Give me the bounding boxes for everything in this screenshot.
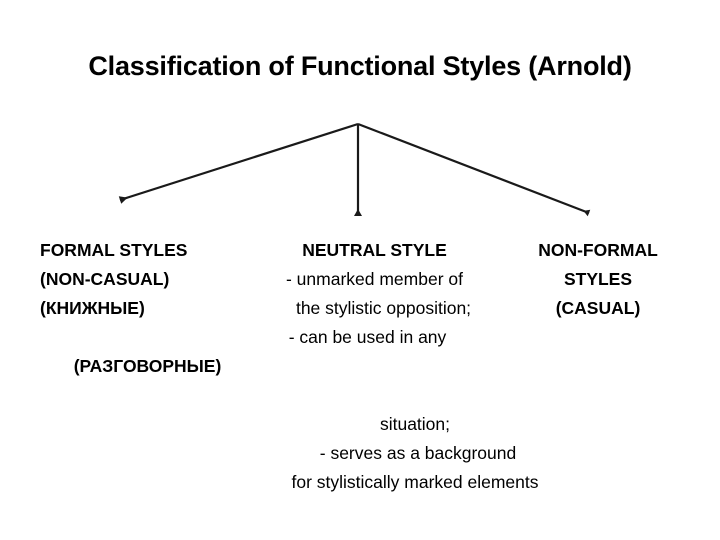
neutral-style-column: NEUTRAL STYLE - unmarked member of the s…	[232, 236, 517, 352]
neutral-style-tail-line-1: situation;	[379, 414, 451, 434]
neutral-style-heading: NEUTRAL STYLE	[302, 240, 447, 260]
neutral-style-line-2: the stylistic opposition;	[295, 298, 472, 318]
right-branch-arrow	[357, 122, 591, 217]
page-title: Classification of Functional Styles (Arn…	[88, 51, 632, 81]
formal-styles-column: FORMAL STYLES (NON-CASUAL) (КНИЖНЫЕ) (РА…	[40, 236, 255, 381]
formal-styles-spacer	[40, 323, 255, 352]
formal-styles-line-3: (КНИЖНЫЕ)	[40, 298, 145, 318]
non-formal-styles-column: NON-FORMAL STYLES (CASUAL)	[508, 236, 688, 323]
neutral-style-tail-block: situation; - serves as a background for …	[200, 410, 620, 497]
neutral-style-line-3: - can be used in any	[288, 327, 447, 347]
non-formal-styles-line-1: NON-FORMAL	[538, 240, 658, 260]
formal-styles-line-1: FORMAL STYLES	[40, 240, 188, 260]
non-formal-styles-line-3: (CASUAL)	[555, 298, 641, 318]
neutral-style-tail-line-3: for stylistically marked elements	[291, 472, 539, 492]
neutral-style-tail-line-2: - serves as a background	[319, 443, 517, 463]
neutral-style-line-1: - unmarked member of	[285, 269, 463, 289]
non-formal-styles-line-2: STYLES	[563, 269, 633, 289]
formal-styles-line-2: (NON-CASUAL)	[40, 269, 170, 289]
formal-styles-line-4: (РАЗГОВОРНЫЕ)	[73, 356, 222, 376]
left-branch-arrow	[118, 122, 359, 204]
